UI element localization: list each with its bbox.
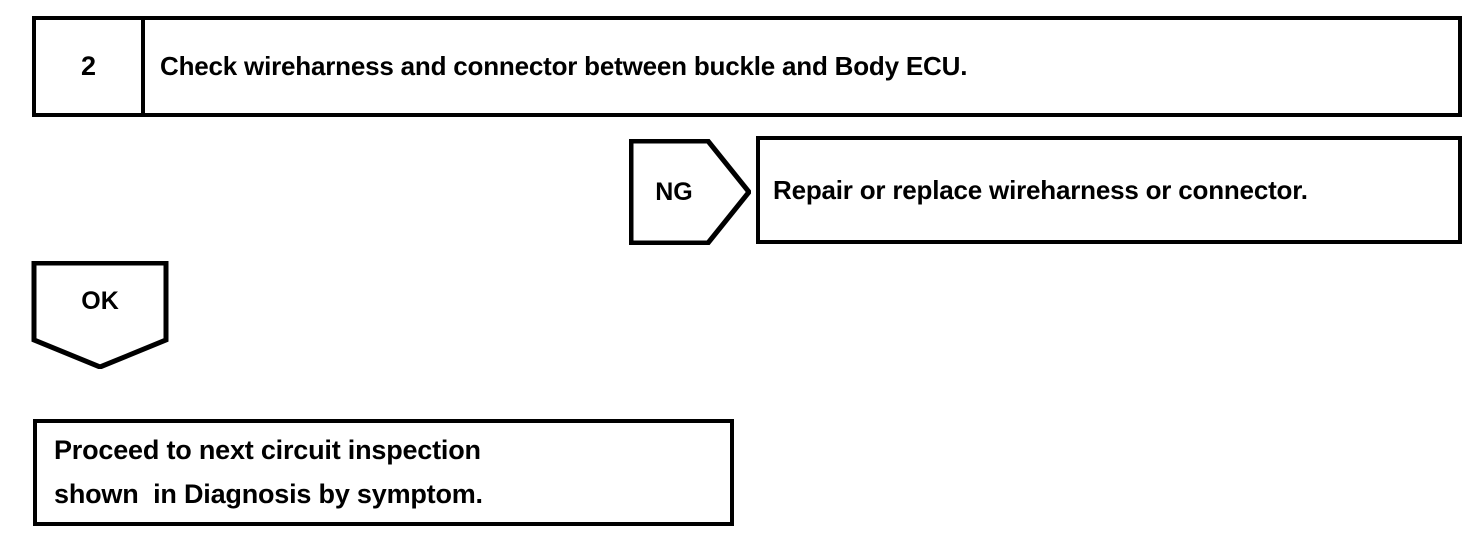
ok-result-box: Proceed to next circuit inspection shown…	[33, 419, 734, 526]
step-row: 2 Check wireharness and connector betwee…	[32, 16, 1462, 117]
ok-pentagon-shape	[31, 261, 169, 369]
step-number: 2	[80, 51, 97, 81]
ng-result-box: Repair or replace wireharness or connect…	[756, 136, 1462, 244]
ok-result-text-line-1: Proceed to next circuit inspection	[54, 434, 481, 465]
ng-branch-pentagon	[629, 139, 751, 245]
ng-pentagon-shape	[629, 139, 751, 245]
step-instruction-text: Check wireharness and connector between …	[160, 51, 968, 82]
step-number-cell: 2	[36, 20, 145, 113]
ng-result-text: Repair or replace wireharness or connect…	[773, 174, 1308, 205]
ok-result-text-line-2: shown in Diagnosis by symptom.	[54, 478, 483, 509]
step-instruction-cell: Check wireharness and connector between …	[145, 20, 1458, 113]
ok-branch-pentagon	[31, 261, 169, 369]
